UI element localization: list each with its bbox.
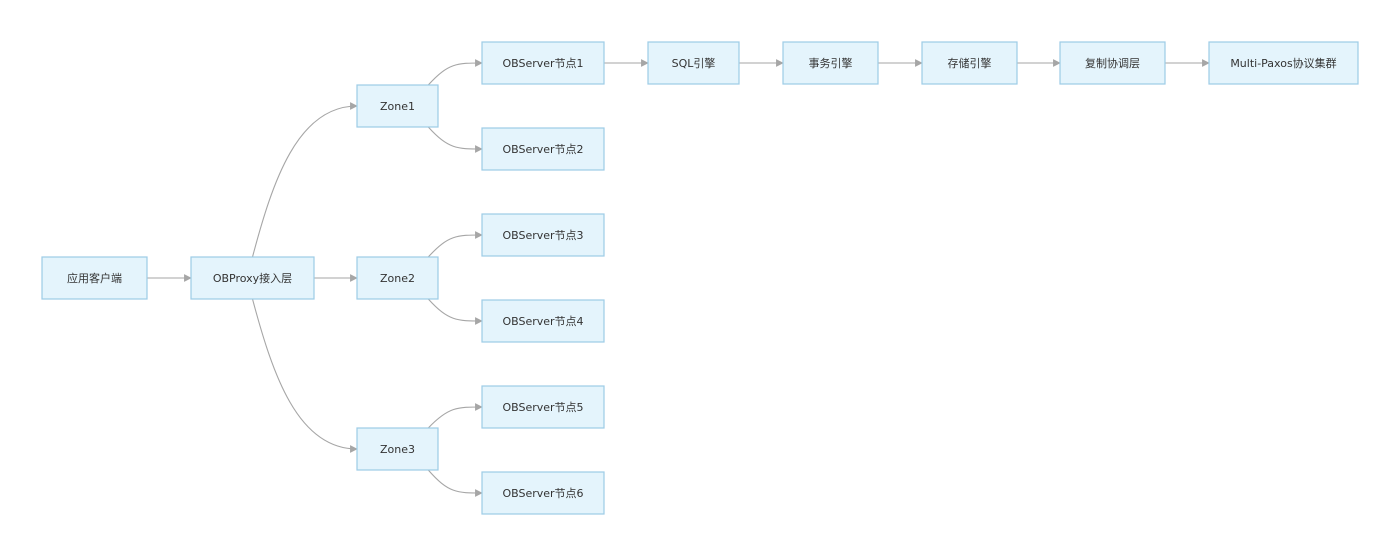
node-box bbox=[1059, 41, 1166, 85]
node-box bbox=[481, 41, 605, 85]
edge-proxy-to-zone1 bbox=[251, 102, 358, 258]
node-box bbox=[481, 385, 605, 429]
node-label: OBServer节点5 bbox=[502, 401, 583, 414]
node-replication: 复制协调层 bbox=[1059, 41, 1166, 85]
node-box bbox=[41, 256, 148, 300]
node-zone3: Zone3 bbox=[356, 427, 439, 471]
node-label: 存储引擎 bbox=[948, 56, 992, 70]
node-txn: 事务引擎 bbox=[782, 41, 879, 85]
node-storage: 存储引擎 bbox=[921, 41, 1018, 85]
node-sql: SQL引擎 bbox=[647, 41, 740, 85]
node-label: Zone2 bbox=[380, 272, 415, 285]
edge-zone3-to-obs6 bbox=[427, 469, 483, 497]
node-box bbox=[356, 427, 439, 471]
node-label: OBServer节点3 bbox=[502, 229, 583, 242]
node-box bbox=[190, 256, 315, 300]
node-label: SQL引擎 bbox=[672, 56, 716, 70]
edge-proxy-to-zone3 bbox=[251, 298, 358, 453]
node-box bbox=[356, 84, 439, 128]
edges-layer bbox=[147, 59, 1210, 497]
node-obs4: OBServer节点4 bbox=[481, 299, 605, 343]
node-label: OBServer节点4 bbox=[502, 315, 583, 328]
node-box bbox=[647, 41, 740, 85]
node-paxos: Multi-Paxos协议集群 bbox=[1208, 41, 1359, 85]
node-label: OBServer节点1 bbox=[502, 57, 583, 70]
node-box bbox=[1208, 41, 1359, 85]
nodes-layer: 应用客户端 OBProxy接入层 Zone1 Zone2 Zone3 OBSer… bbox=[41, 41, 1359, 515]
node-obs3: OBServer节点3 bbox=[481, 213, 605, 257]
node-label: Zone1 bbox=[380, 100, 415, 113]
edge-zone1-to-obs1 bbox=[427, 59, 483, 86]
node-box bbox=[481, 127, 605, 171]
node-box bbox=[481, 299, 605, 343]
node-label: OBProxy接入层 bbox=[213, 272, 292, 285]
node-box bbox=[921, 41, 1018, 85]
node-box bbox=[782, 41, 879, 85]
node-label: Zone3 bbox=[380, 443, 415, 456]
node-label: 复制协调层 bbox=[1085, 56, 1140, 70]
node-label: 事务引擎 bbox=[809, 56, 853, 70]
node-zone1: Zone1 bbox=[356, 84, 439, 128]
node-label: 应用客户端 bbox=[67, 271, 122, 285]
edge-zone3-to-obs5 bbox=[427, 403, 483, 429]
edge-zone2-to-obs4 bbox=[427, 298, 483, 325]
node-zone2: Zone2 bbox=[356, 256, 439, 300]
edge-zone2-to-obs3 bbox=[427, 231, 483, 258]
node-obs1: OBServer节点1 bbox=[481, 41, 605, 85]
node-obs2: OBServer节点2 bbox=[481, 127, 605, 171]
node-box bbox=[356, 256, 439, 300]
node-label: OBServer节点6 bbox=[502, 487, 583, 500]
node-box bbox=[481, 213, 605, 257]
node-obs5: OBServer节点5 bbox=[481, 385, 605, 429]
edge-zone1-to-obs2 bbox=[427, 126, 483, 153]
node-client: 应用客户端 bbox=[41, 256, 148, 300]
node-label: Multi-Paxos协议集群 bbox=[1230, 56, 1336, 70]
node-label: OBServer节点2 bbox=[502, 143, 583, 156]
node-proxy: OBProxy接入层 bbox=[190, 256, 315, 300]
node-obs6: OBServer节点6 bbox=[481, 471, 605, 515]
node-box bbox=[481, 471, 605, 515]
